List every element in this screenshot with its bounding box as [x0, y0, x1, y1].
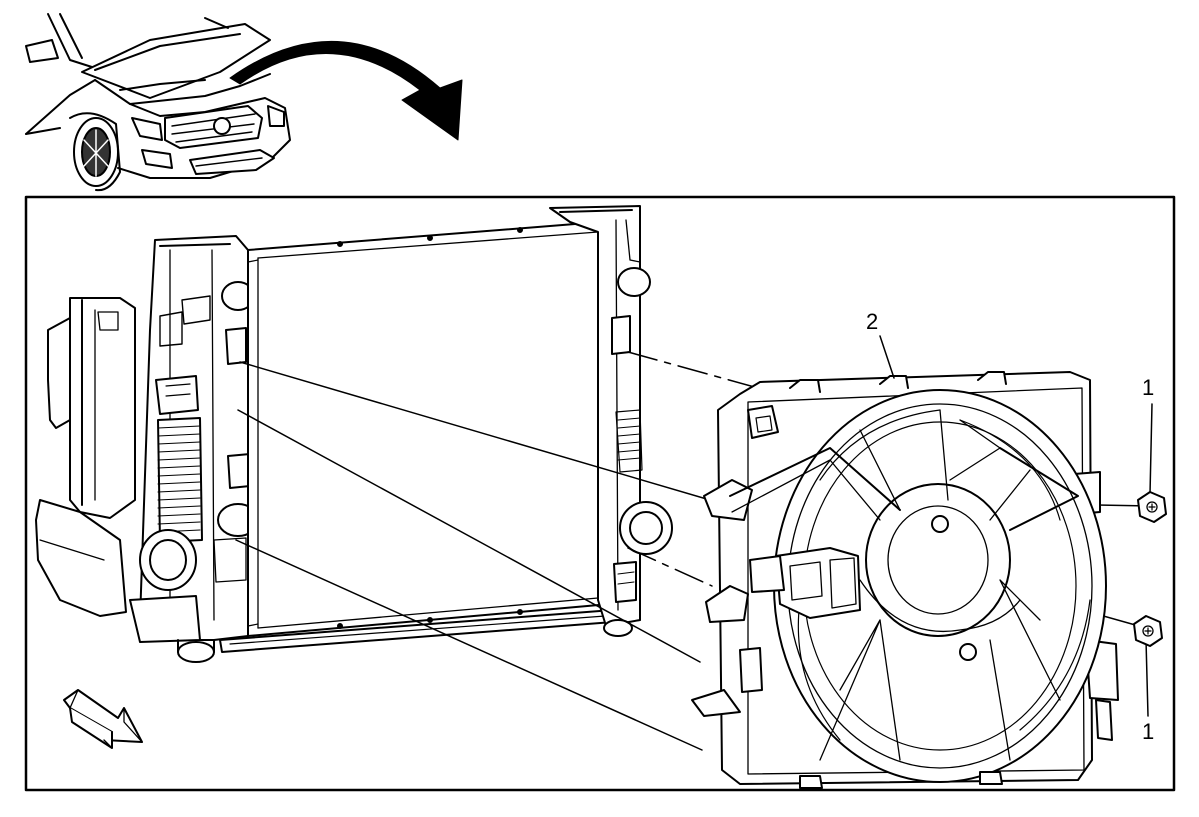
callout-1a-leader [1149, 403, 1153, 495]
fan-shroud [691, 371, 1119, 789]
bolt-lower [1133, 615, 1163, 647]
callout-1-lower-label: 1 [1142, 719, 1155, 744]
vehicle-hood-open-icon [25, 13, 291, 192]
detail-frame [24, 195, 1176, 792]
air-deflector [35, 297, 136, 617]
callout-2-leader [879, 335, 895, 379]
radiator-right-tank [549, 205, 673, 637]
callout-1-upper-label: 1 [1142, 375, 1155, 400]
callout-1b-leader [1145, 639, 1149, 717]
bolt-upper [1137, 491, 1167, 523]
curved-arrow-icon [229, 41, 463, 141]
radiator-left-tank [129, 235, 259, 663]
front-direction-arrow-icon [63, 689, 143, 749]
radiator-core [219, 221, 641, 653]
callout-2-label: 2 [866, 309, 879, 334]
